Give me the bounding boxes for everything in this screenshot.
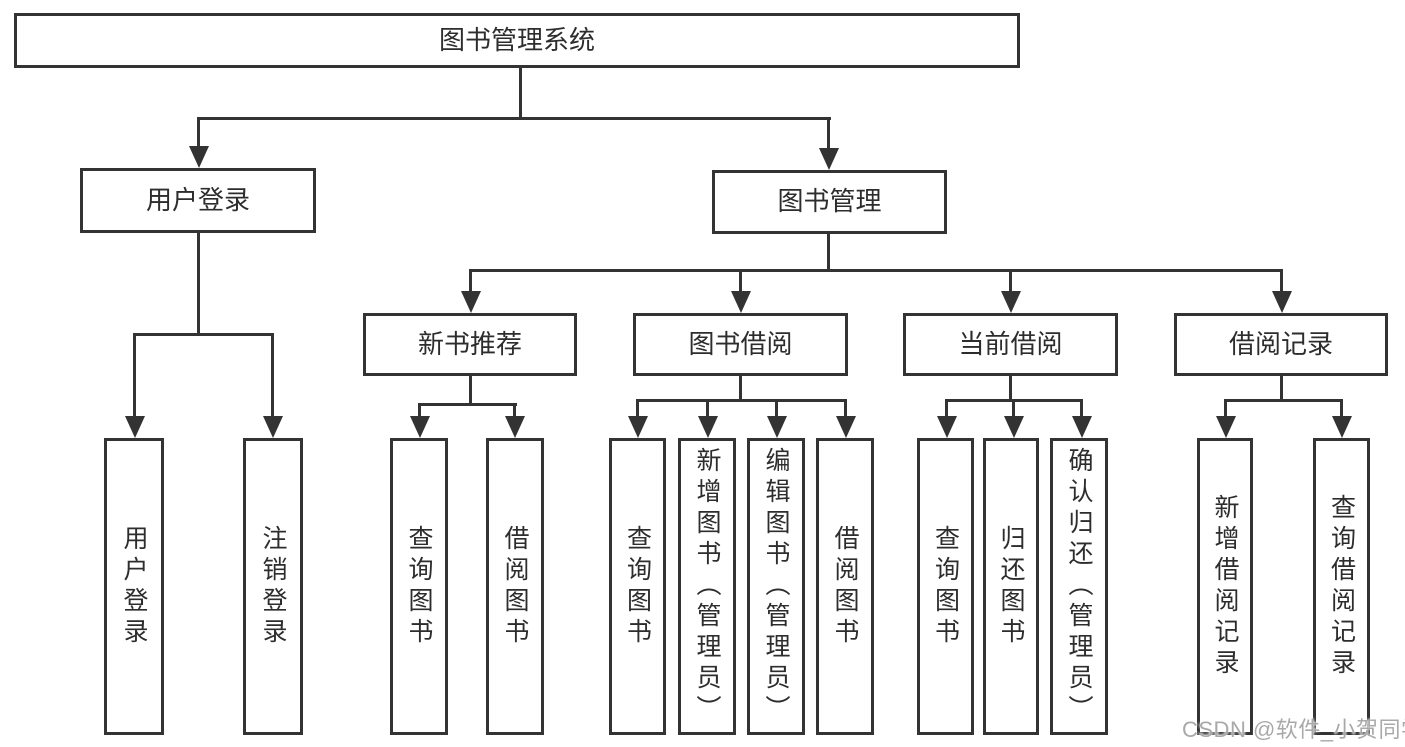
arrow-down-icon bbox=[410, 403, 430, 438]
arrow-down-icon bbox=[731, 269, 751, 313]
leaf-label: 查询图书 bbox=[405, 524, 433, 649]
leaf-borrow-books-recommend: 借阅图书 bbox=[486, 438, 544, 735]
leaf-label: 借阅图书 bbox=[831, 524, 859, 649]
node-book-management: 图书管理 bbox=[712, 170, 947, 234]
connector-user-login-stem bbox=[197, 231, 200, 336]
leaf-query-borrow-record: 查询借阅记录 bbox=[1313, 438, 1370, 735]
connector-root-stem bbox=[519, 67, 522, 119]
leaf-label: 用户登录 bbox=[120, 524, 148, 649]
arrow-down-icon bbox=[1072, 399, 1092, 438]
leaf-query-books-current: 查询图书 bbox=[917, 438, 974, 735]
arrow-down-icon bbox=[1332, 399, 1352, 438]
leaf-label: 新增借阅记录 bbox=[1211, 493, 1239, 680]
node-borrowing-records: 借阅记录 bbox=[1174, 313, 1388, 376]
arrow-down-icon bbox=[1216, 399, 1236, 438]
csdn-watermark: CSDN @软件_小贺同学 bbox=[1182, 717, 1405, 742]
node-book-borrowing: 图书借阅 bbox=[633, 313, 848, 376]
connector-borrowing-split bbox=[636, 399, 847, 402]
leaf-query-books-recommend: 查询图书 bbox=[390, 438, 448, 735]
leaf-edit-books-admin: 编辑图书（管理员） bbox=[747, 438, 805, 735]
node-new-book-recommend: 新书推荐 bbox=[363, 313, 577, 376]
leaf-label: 查询图书 bbox=[931, 524, 960, 649]
leaf-logout: 注销登录 bbox=[243, 438, 303, 735]
arrow-down-icon bbox=[836, 399, 856, 438]
leaf-label: 查询图书 bbox=[623, 524, 652, 649]
leaf-return-books: 归还图书 bbox=[983, 438, 1039, 735]
leaf-label: 确认归还（管理员） bbox=[1065, 447, 1093, 726]
arrow-down-icon bbox=[1004, 399, 1024, 438]
connector-root-split bbox=[197, 117, 831, 120]
connector-new-book-split bbox=[418, 403, 517, 406]
arrow-down-icon bbox=[937, 399, 957, 438]
leaf-label: 注销登录 bbox=[259, 524, 287, 649]
connector-new-book-stem bbox=[469, 373, 472, 406]
connector-borrowing-stem bbox=[739, 373, 742, 402]
node-current-borrowing: 当前借阅 bbox=[903, 313, 1118, 376]
connector-book-management-stem bbox=[827, 232, 830, 272]
leaf-confirm-return-admin: 确认归还（管理员） bbox=[1050, 438, 1108, 735]
arrow-down-icon bbox=[125, 333, 145, 438]
arrow-down-icon bbox=[263, 333, 283, 438]
arrow-down-icon bbox=[767, 399, 787, 438]
connector-current-stem bbox=[1009, 373, 1012, 402]
leaf-add-books-admin: 新增图书（管理员） bbox=[678, 438, 736, 735]
arrow-down-icon bbox=[189, 117, 209, 168]
arrow-down-icon bbox=[819, 117, 839, 170]
leaf-borrow-books: 借阅图书 bbox=[816, 438, 874, 735]
arrow-down-icon bbox=[698, 399, 718, 438]
arrow-down-icon bbox=[1272, 269, 1292, 313]
leaf-add-borrow-record: 新增借阅记录 bbox=[1197, 438, 1253, 735]
connector-records-stem bbox=[1280, 373, 1283, 402]
leaf-query-books-borrowing: 查询图书 bbox=[609, 438, 666, 735]
connector-book-management-split bbox=[469, 269, 1283, 272]
arrow-down-icon bbox=[1001, 269, 1021, 313]
leaf-label: 查询借阅记录 bbox=[1327, 493, 1356, 680]
connector-user-login-split bbox=[133, 333, 274, 336]
leaf-label: 编辑图书（管理员） bbox=[762, 447, 790, 726]
node-user-login: 用户登录 bbox=[80, 168, 316, 233]
arrow-down-icon bbox=[505, 403, 525, 438]
leaf-label: 借阅图书 bbox=[501, 524, 529, 649]
arrow-down-icon bbox=[461, 269, 481, 313]
connector-records-split bbox=[1224, 399, 1343, 402]
node-library-management-system: 图书管理系统 bbox=[14, 13, 1020, 68]
leaf-user-login: 用户登录 bbox=[104, 438, 164, 735]
arrow-down-icon bbox=[628, 399, 648, 438]
leaf-label: 新增图书（管理员） bbox=[693, 447, 721, 726]
leaf-label: 归还图书 bbox=[997, 524, 1025, 649]
